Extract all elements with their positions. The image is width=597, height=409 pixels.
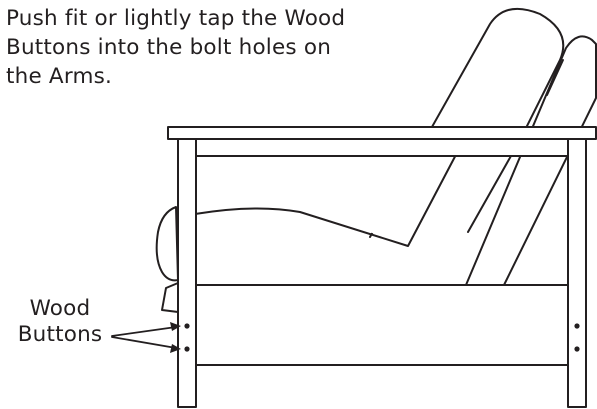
back-leg xyxy=(567,138,587,408)
back-panel xyxy=(465,35,597,286)
callout-arrows xyxy=(111,326,177,349)
callout-label-line-1: Wood xyxy=(29,296,91,321)
cushion-front-roll xyxy=(155,206,179,282)
wood-button-hole-front-upper xyxy=(184,323,190,329)
wood-button-hole-back-upper xyxy=(574,323,580,329)
callout-arrowhead-upper xyxy=(170,322,181,331)
seat-cushion-outline xyxy=(194,127,471,247)
instruction-line-2: Buttons into the bolt holes on xyxy=(6,35,332,60)
front-leg xyxy=(177,138,197,408)
callout-label-line-2: Buttons xyxy=(17,322,103,347)
armrest-top xyxy=(167,126,597,140)
callout-arrow-upper xyxy=(111,326,177,337)
wood-button-hole-back-lower xyxy=(574,346,580,352)
seat-cushion xyxy=(195,130,560,245)
instruction-line-3: the Arms. xyxy=(6,64,113,89)
cushion-support-block xyxy=(161,282,179,313)
instruction-line-1: Push fit or lightly tap the Wood xyxy=(6,6,346,31)
wood-button-hole-front-lower xyxy=(184,346,190,352)
armrest-apron xyxy=(195,138,569,157)
lower-side-rail xyxy=(195,284,569,366)
cushion-crease xyxy=(546,59,564,96)
callout-arrow-lower xyxy=(111,336,177,349)
callout-arrowhead-lower xyxy=(170,344,181,353)
instruction-text: Push fit or lightly tap the Wood Buttons… xyxy=(6,4,366,91)
